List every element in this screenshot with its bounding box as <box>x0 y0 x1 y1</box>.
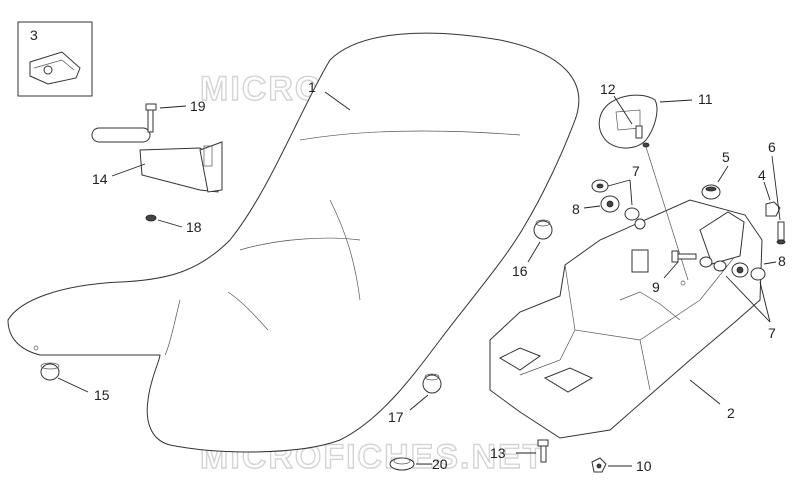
leader-17 <box>409 394 429 411</box>
part-7-grommet-left <box>591 179 609 193</box>
leader-9 <box>663 261 679 279</box>
leader-19 <box>159 105 187 109</box>
callout-5: 5 <box>722 149 730 165</box>
part-4-nut <box>765 201 781 217</box>
part-2-tray <box>489 199 763 439</box>
leader-8a <box>583 205 601 209</box>
leader-1 <box>324 91 351 111</box>
leader-7a-branch <box>629 179 633 206</box>
callout-7a: 7 <box>632 163 640 179</box>
part-8-bushing-left <box>600 195 620 213</box>
callout-17: 17 <box>388 409 404 425</box>
leader-15 <box>57 377 89 393</box>
part-19-bolt <box>145 103 157 133</box>
callout-4: 4 <box>758 167 766 183</box>
callout-13: 13 <box>490 445 506 461</box>
part-7-grommet-right <box>699 256 727 272</box>
callout-19: 19 <box>190 98 206 114</box>
callout-11: 11 <box>698 91 713 107</box>
part-6-screw <box>776 221 786 245</box>
leader-7a <box>607 179 631 187</box>
part-17-bumper <box>422 373 442 394</box>
callout-2: 2 <box>727 405 735 421</box>
callout-6: 6 <box>768 139 776 155</box>
part-14-bracket <box>91 127 223 193</box>
leader-11 <box>659 99 693 103</box>
part-18-washer <box>145 214 157 222</box>
leader-7b-branch <box>759 281 771 323</box>
part-20-plug <box>389 457 415 471</box>
callout-14: 14 <box>92 171 108 187</box>
leader-7b <box>725 275 771 323</box>
callout-18: 18 <box>186 219 202 235</box>
part-3-clip-nut <box>17 21 93 97</box>
leader-2 <box>689 379 721 405</box>
leader-8b <box>763 261 777 265</box>
callout-16: 16 <box>512 263 528 279</box>
leader-4 <box>763 181 771 201</box>
part-1-seat <box>7 32 580 453</box>
callout-8b: 8 <box>778 253 786 269</box>
callout-1: 1 <box>308 79 316 95</box>
callout-3: 3 <box>30 27 38 43</box>
leader-14 <box>111 163 146 177</box>
part-10-nut <box>591 457 607 473</box>
leader-12 <box>613 95 633 125</box>
callout-10: 10 <box>636 458 652 474</box>
leader-5 <box>717 165 729 183</box>
callout-8a: 8 <box>572 201 580 217</box>
part-7-grommet-mid <box>624 207 646 230</box>
part-11-cover <box>598 94 658 149</box>
part-16-bumper <box>533 219 553 240</box>
part-13-bolt <box>537 439 549 463</box>
callout-15: 15 <box>94 387 110 403</box>
leader-6 <box>771 155 781 221</box>
callout-7b: 7 <box>768 325 776 341</box>
part-8-bushing-right <box>731 262 766 281</box>
part-5-grommet <box>701 184 721 200</box>
callout-20: 20 <box>432 456 448 472</box>
leader-18 <box>157 219 183 228</box>
leader-16 <box>527 241 541 263</box>
callout-9: 9 <box>652 279 660 295</box>
callout-12: 12 <box>600 81 616 97</box>
part-15-bumper <box>33 345 60 381</box>
part-9-screw <box>671 250 697 263</box>
